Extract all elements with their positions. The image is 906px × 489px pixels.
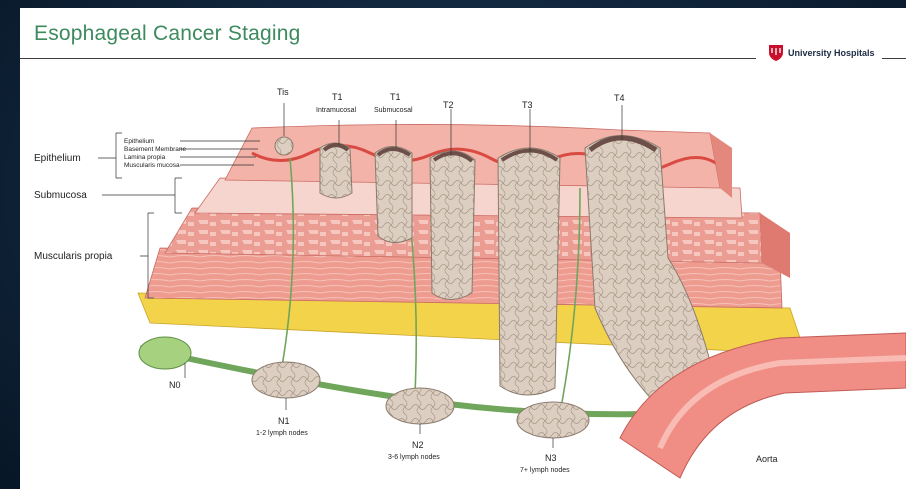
sublayer-lamina-propia: Lamina propia xyxy=(124,154,166,161)
tumor-t1-intramucosal xyxy=(320,143,352,198)
slide: Esophageal Cancer Staging University Hos… xyxy=(20,8,906,489)
stage-t1-intramucosal-sub: Intramucosal xyxy=(316,107,357,114)
stage-t1-intramucosal: T1 xyxy=(332,92,343,102)
stage-t1-submucosal: T1 xyxy=(390,92,401,102)
stage-n2-sub: 3-6 lymph nodes xyxy=(388,454,440,461)
label-epithelium: Epithelium xyxy=(34,153,81,164)
tumor-t2 xyxy=(430,151,475,300)
stage-n1-sub: 1-2 lymph nodes xyxy=(256,430,308,437)
stage-t2: T2 xyxy=(443,100,454,110)
stage-n0: N0 xyxy=(169,380,181,390)
lymph-node-n2 xyxy=(386,388,454,424)
lymph-node-n0 xyxy=(139,337,191,369)
label-submucosa: Submucosa xyxy=(34,190,87,201)
sublayer-basement-membrane: Basement Membrane xyxy=(124,146,187,153)
tumor-t3 xyxy=(498,148,560,395)
label-aorta: Aorta xyxy=(756,454,778,464)
sublayer-muscularis-mucosa: Muscularis mucosa xyxy=(124,162,180,169)
tumor-t1-submucosal xyxy=(375,147,412,243)
esophagus-diagram: Epithelium Submucosa Muscularis propia E… xyxy=(20,8,906,489)
stage-n3-sub: 7+ lymph nodes xyxy=(520,467,570,474)
stage-t4: T4 xyxy=(614,93,625,103)
lymph-node-n1 xyxy=(252,362,320,398)
stage-n1: N1 xyxy=(278,416,290,426)
lymph-node-n3 xyxy=(517,402,589,438)
sublayer-epithelium: Epithelium xyxy=(124,138,154,145)
stage-n2: N2 xyxy=(412,440,424,450)
stage-t1-submucosal-sub: Submucosal xyxy=(374,107,413,114)
tumor-tis xyxy=(275,137,293,155)
stage-t3: T3 xyxy=(522,100,533,110)
stage-tis: Tis xyxy=(277,87,289,97)
label-muscularis-propia: Muscularis propia xyxy=(34,251,113,262)
stage-n3: N3 xyxy=(545,453,557,463)
